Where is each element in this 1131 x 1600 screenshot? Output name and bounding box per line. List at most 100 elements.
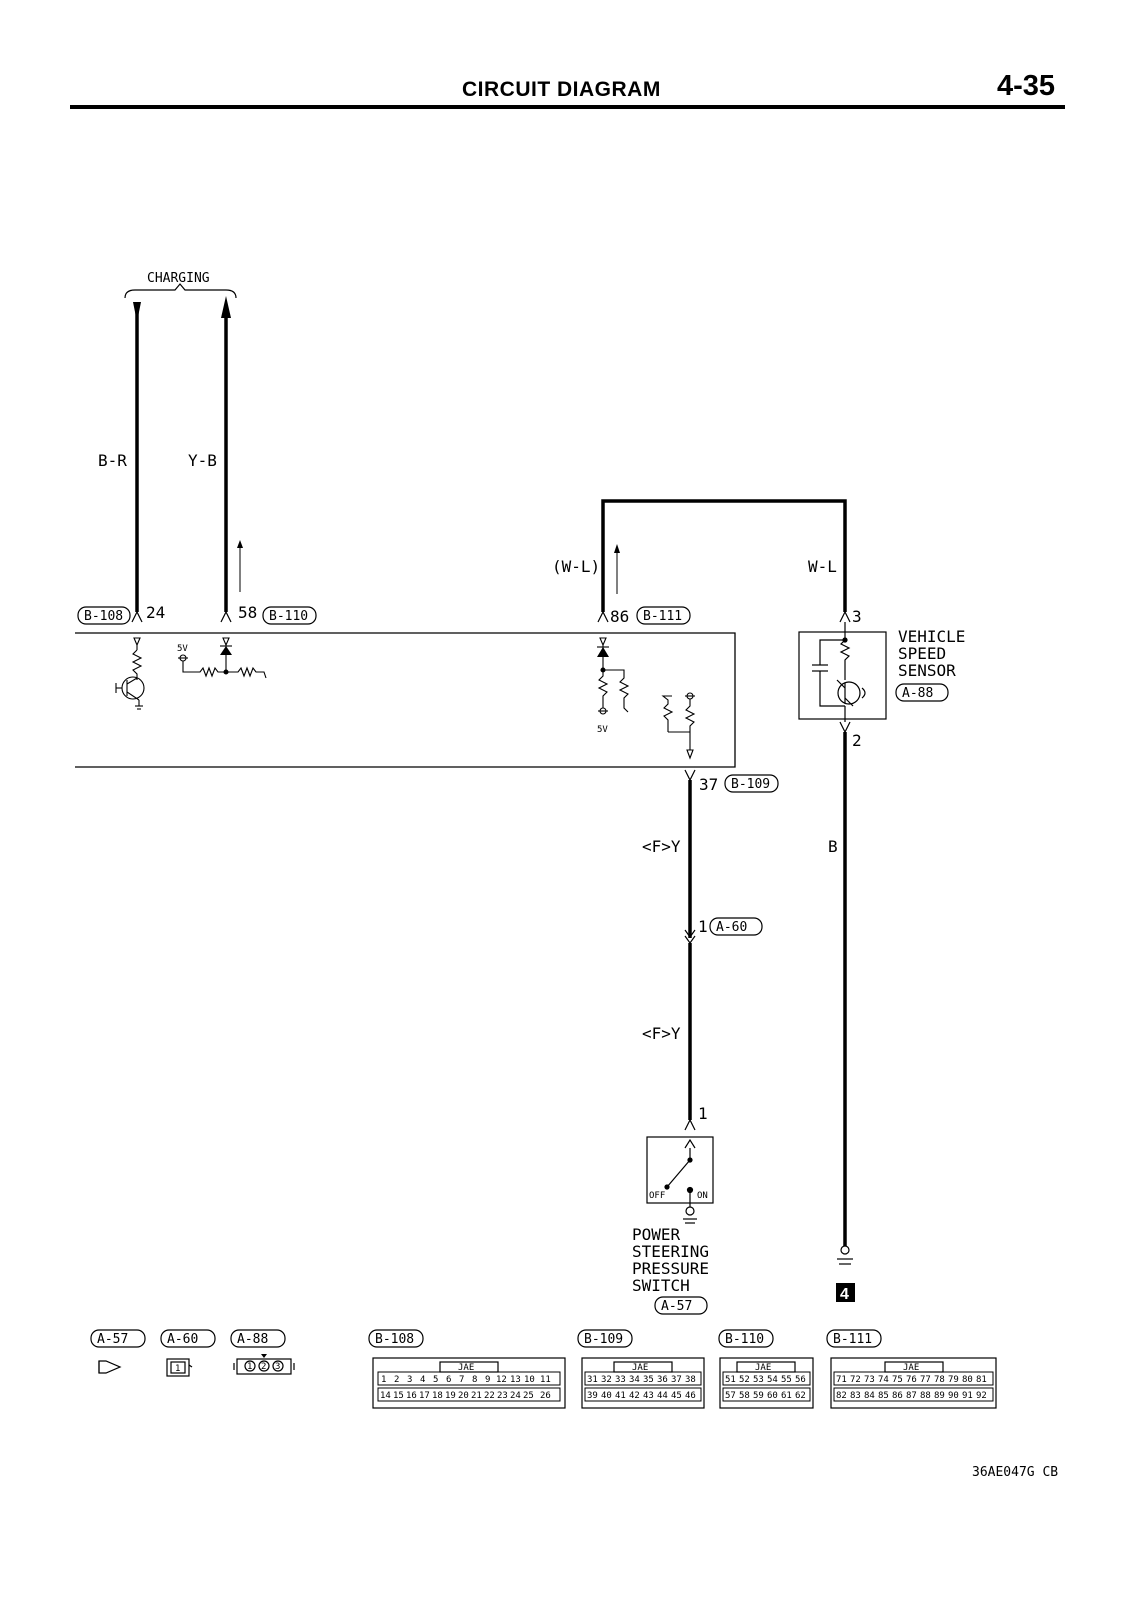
svg-text:78: 78: [934, 1375, 945, 1385]
svg-text:JAE: JAE: [755, 1363, 771, 1373]
svg-text:34: 34: [629, 1375, 640, 1385]
svg-text:45: 45: [671, 1391, 682, 1401]
wire-label-f-y-2: <F>Y: [642, 1024, 681, 1043]
svg-text:87: 87: [906, 1391, 917, 1401]
svg-text:1: 1: [175, 1364, 180, 1374]
svg-text:JAE: JAE: [458, 1363, 474, 1373]
legend-small-connectors: A-57 A-60 A-88 1 1 2 3: [90, 1329, 295, 1377]
svg-text:19: 19: [445, 1391, 456, 1401]
power-steering-pressure-switch: OFF ON: [646, 1136, 714, 1224]
wire-w-l: (W-L) W-L: [552, 499, 847, 612]
svg-text:PRESSURE: PRESSURE: [632, 1259, 709, 1278]
svg-text:62: 62: [795, 1391, 806, 1401]
svg-text:A-88: A-88: [237, 1332, 268, 1347]
pin-1-a60: 1: [698, 917, 708, 936]
connector-b108-label: B-108: [77, 606, 131, 625]
svg-text:12: 12: [496, 1375, 507, 1385]
wire-label-y-b: Y-B: [188, 451, 217, 470]
svg-text:42: 42: [629, 1391, 640, 1401]
svg-text:73: 73: [864, 1375, 875, 1385]
connector-b109-label: B-109: [731, 777, 770, 792]
svg-text:72: 72: [850, 1375, 861, 1385]
a60-connector-shape: 1: [166, 1358, 193, 1377]
wire-label-w-l: W-L: [808, 557, 837, 576]
svg-text:2: 2: [261, 1362, 266, 1372]
connector-tick: [131, 610, 143, 623]
svg-text:14: 14: [380, 1391, 391, 1401]
connector-a57-label: A-57: [661, 1299, 692, 1314]
svg-text:90: 90: [948, 1391, 959, 1401]
svg-text:4: 4: [420, 1375, 425, 1385]
svg-text:92: 92: [976, 1391, 987, 1401]
svg-text:B-111: B-111: [833, 1332, 872, 1347]
wire-label-f-y-1: <F>Y: [642, 837, 681, 856]
svg-text:51: 51: [725, 1375, 736, 1385]
svg-text:39: 39: [587, 1391, 598, 1401]
wire-label-b-r: B-R: [98, 451, 127, 470]
wire-b-r: B-R: [98, 302, 141, 612]
svg-text:8: 8: [472, 1375, 477, 1385]
svg-text:36: 36: [657, 1375, 668, 1385]
wire-f-y-lower: <F>Y 1: [642, 943, 708, 1131]
vehicle-speed-sensor: [798, 622, 887, 734]
svg-text:7: 7: [459, 1375, 464, 1385]
svg-text:5: 5: [433, 1375, 438, 1385]
svg-text:1: 1: [381, 1375, 386, 1385]
svg-text:91: 91: [962, 1391, 973, 1401]
ecu-output-transistor: [115, 637, 145, 710]
ground-point-badge: 4: [836, 1283, 855, 1303]
pin-1-pss: 1: [698, 1104, 708, 1123]
svg-text:74: 74: [878, 1375, 889, 1385]
ecu-internal-b111: 5V: [597, 637, 696, 760]
svg-text:20: 20: [458, 1391, 469, 1401]
page-title: CIRCUIT DIAGRAM: [462, 78, 661, 101]
page-number: 4-35: [996, 70, 1055, 102]
svg-text:84: 84: [864, 1391, 875, 1401]
svg-text:A-57: A-57: [97, 1332, 128, 1347]
svg-text:57: 57: [725, 1391, 736, 1401]
svg-text:2: 2: [394, 1375, 399, 1385]
svg-text:60: 60: [767, 1391, 778, 1401]
voltage-label-5v: 5V: [177, 644, 188, 654]
svg-text:10: 10: [524, 1375, 535, 1385]
svg-text:77: 77: [920, 1375, 931, 1385]
svg-text:11: 11: [540, 1375, 551, 1385]
switch-on-label: ON: [697, 1191, 708, 1201]
wire-label-b: B: [828, 837, 838, 856]
header-rule: [70, 105, 1065, 109]
wire-f-y-upper: 37 B-109 <F>Y: [642, 769, 779, 938]
connector-b109-label-oval: [724, 774, 779, 793]
svg-text:33: 33: [615, 1375, 626, 1385]
charging-label: CHARGING: [147, 271, 210, 286]
legend-b111: B-111 JAE 71 72 73 74 75 76 77 78 79 80 …: [826, 1329, 997, 1409]
pss-label: POWER STEERING PRESSURE SWITCH: [632, 1225, 709, 1295]
voltage-label-5v-2: 5V: [597, 725, 608, 735]
pin-2: 2: [852, 731, 862, 750]
svg-text:POWER: POWER: [632, 1225, 681, 1244]
svg-text:16: 16: [406, 1391, 417, 1401]
a88-connector-shape: 1 2 3: [233, 1354, 295, 1375]
svg-text:B-111: B-111: [643, 609, 682, 624]
legend-b110: B-110 JAE 51 52 53 54 55 56 57 58 59 60 …: [718, 1329, 814, 1409]
svg-text:22: 22: [484, 1391, 495, 1401]
ecu-input-circuit: 5V: [177, 637, 267, 679]
svg-text:21: 21: [471, 1391, 482, 1401]
svg-text:52: 52: [739, 1375, 750, 1385]
page-header: CIRCUIT DIAGRAM 4-35: [70, 68, 1065, 109]
svg-text:VEHICLE: VEHICLE: [898, 627, 965, 646]
connector-a57-oval: [654, 1296, 708, 1315]
svg-text:38: 38: [685, 1375, 696, 1385]
connector-tick: [220, 610, 232, 623]
svg-text:JAE: JAE: [632, 1363, 648, 1373]
connector-tick: [597, 610, 609, 623]
svg-text:46: 46: [685, 1391, 696, 1401]
svg-text:54: 54: [767, 1375, 778, 1385]
svg-text:44: 44: [657, 1391, 668, 1401]
pin-37: 37: [699, 775, 718, 794]
charging-bracket: [124, 283, 237, 299]
pin-3: 3: [852, 607, 862, 626]
svg-text:88: 88: [920, 1391, 931, 1401]
svg-text:SWITCH: SWITCH: [632, 1276, 690, 1295]
svg-text:25: 25: [523, 1391, 534, 1401]
switch-off-label: OFF: [649, 1191, 665, 1201]
